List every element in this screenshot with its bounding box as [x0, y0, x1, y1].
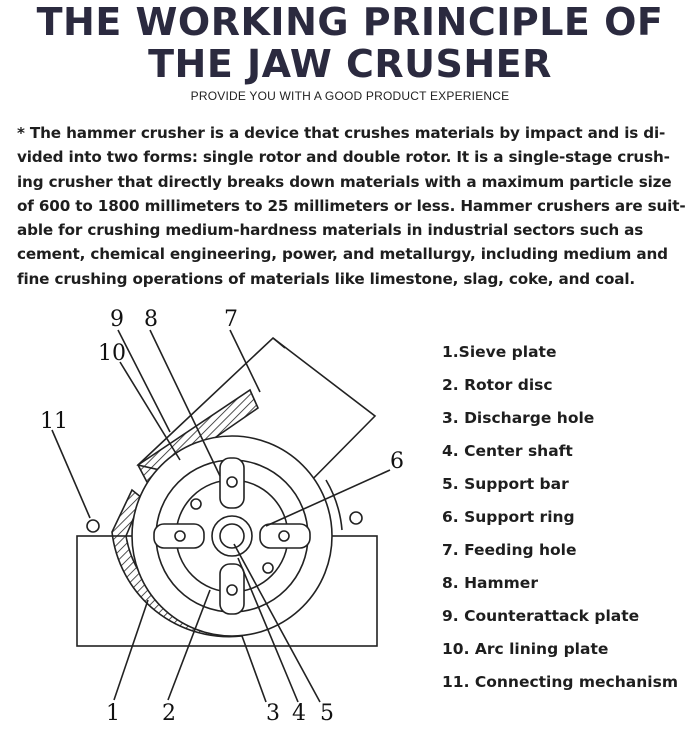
legend-item-sieve-plate: 1.Sieve plate [442, 343, 557, 361]
legend-item-support-ring: 6. Support ring [442, 508, 575, 526]
hammer [259, 523, 311, 549]
callout-11: 11 [40, 409, 68, 434]
description-paragraph: * The hammer crusher is a device that cr… [17, 121, 687, 291]
legend-item-discharge-hole: 3. Discharge hole [442, 409, 595, 427]
legend-item-counterattack-plate: 9. Counterattack plate [442, 607, 640, 625]
callout-10: 10 [98, 341, 126, 366]
rotor-outer-ring [131, 435, 333, 637]
callout-2: 2 [162, 701, 176, 726]
hammer [219, 563, 245, 615]
description-line: able for crushing medium-hardness materi… [17, 221, 644, 240]
callout-3: 3 [266, 701, 280, 726]
callout-7: 7 [224, 307, 238, 332]
description-line: fine crushing operations of materials li… [17, 269, 636, 288]
page-subtitle: PROVIDE YOU WITH A GOOD PRODUCT EXPERIEN… [190, 89, 510, 103]
page-title-line-2: THE JAW CRUSHER [148, 42, 552, 86]
hammer [219, 457, 245, 509]
legend-item-arc-lining-plate: 10. Arc lining plate [442, 640, 609, 658]
center-shaft [211, 515, 253, 557]
legend-item-connecting-mechanism: 11. Connecting mechanism [442, 673, 678, 691]
description-line: vided into two forms: single rotor and d… [17, 148, 670, 167]
callout-1: 1 [106, 701, 120, 726]
callout-8: 8 [144, 307, 158, 332]
description-line: * The hammer crusher is a device that cr… [17, 124, 666, 142]
parts-legend: 1.Sieve plate 2. Rotor disc 3. Discharge… [442, 338, 700, 701]
callout-9: 9 [110, 307, 124, 332]
callout-6: 6 [390, 449, 404, 474]
legend-item-hammer: 8. Hammer [442, 574, 538, 592]
hammer [153, 523, 205, 549]
legend-item-rotor-disc: 2. Rotor disc [442, 376, 553, 394]
callout-4: 4 [292, 701, 306, 726]
description-line: ing crusher that directly breaks down ma… [17, 172, 672, 191]
callout-5: 5 [320, 701, 334, 726]
legend-item-support-bar: 5. Support bar [442, 475, 569, 493]
hammer-crusher-diagram: 1 2 3 4 5 6 7 8 9 10 11 [40, 307, 404, 726]
page-title-line-1: THE WORKING PRINCIPLE OF [36, 0, 664, 44]
legend-item-center-shaft: 4. Center shaft [442, 442, 573, 460]
description-line: cement, chemical engineering, power, and… [17, 245, 668, 264]
connecting-mechanism [86, 519, 100, 533]
description-line: of 600 to 1800 millimeters to 25 millime… [17, 196, 686, 215]
legend-item-feeding-hole: 7. Feeding hole [442, 541, 577, 559]
